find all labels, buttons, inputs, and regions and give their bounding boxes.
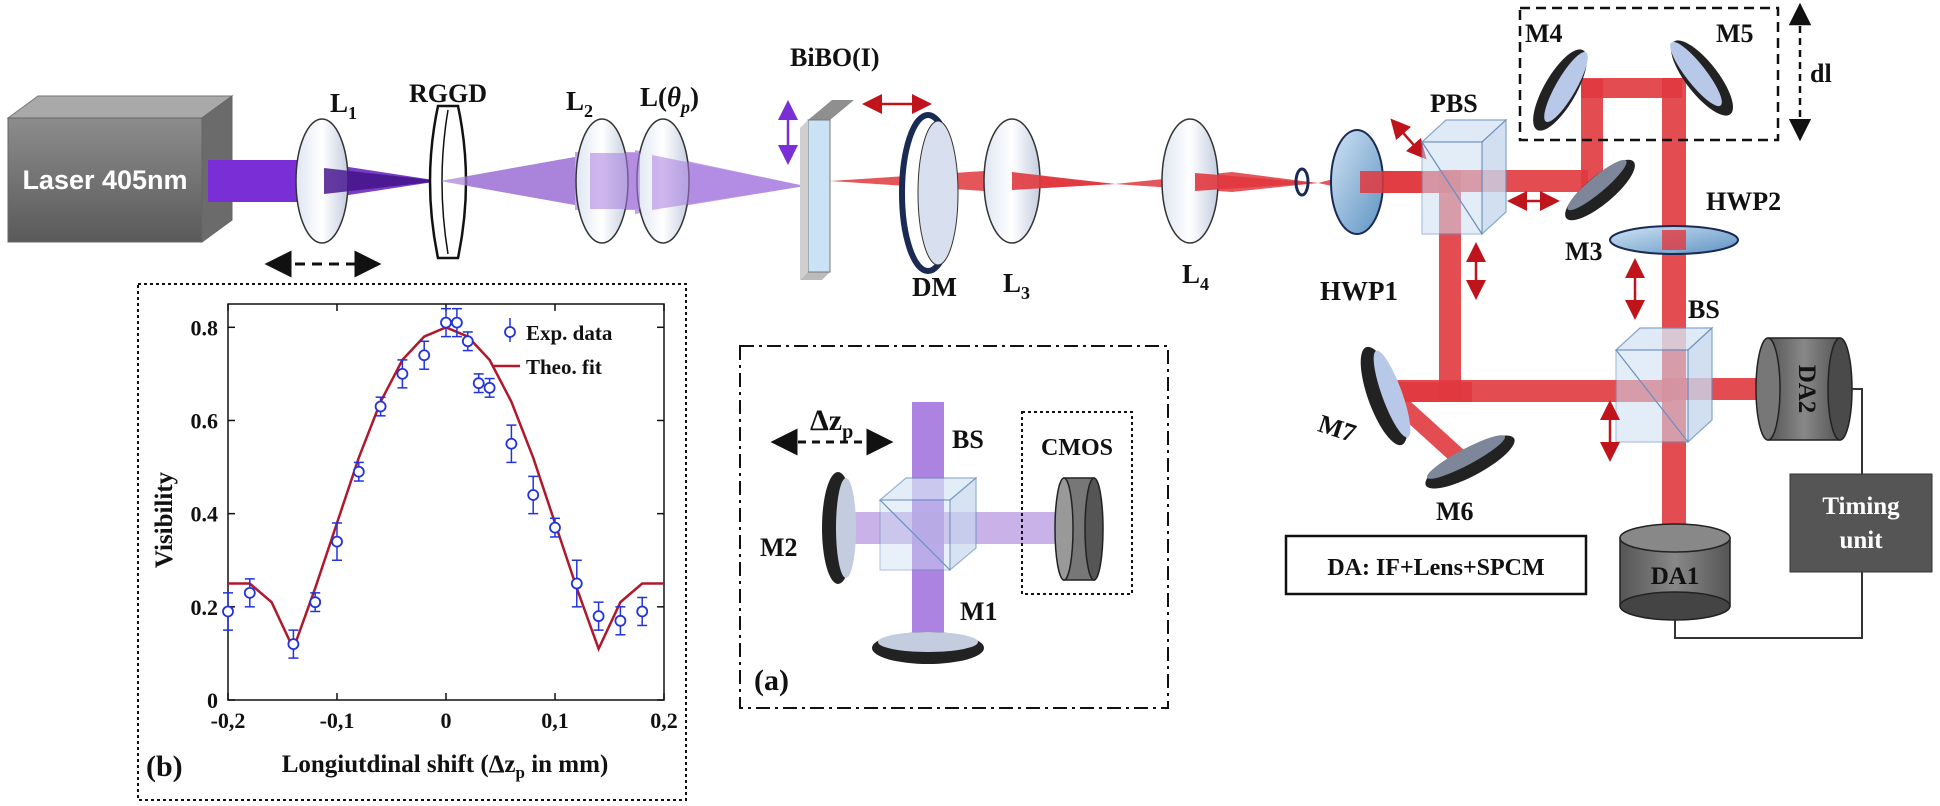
m5-label: M5 xyxy=(1716,19,1754,48)
bibo-label: BiBO(I) xyxy=(790,43,880,72)
m4-label: M4 xyxy=(1525,19,1563,48)
data-point xyxy=(243,586,256,599)
hwp1-arrow xyxy=(1390,118,1427,160)
legend-label-fit: Theo. fit xyxy=(526,355,602,379)
y-tick-label: 0.6 xyxy=(191,408,219,433)
data-point xyxy=(461,335,474,348)
pbs-cube xyxy=(1420,118,1508,236)
da1-label: DA1 xyxy=(1651,563,1700,590)
mirror-m4 xyxy=(1533,49,1588,131)
inset-mirror-m2 xyxy=(822,472,856,584)
data-point xyxy=(396,367,409,380)
pbs-label: PBS xyxy=(1430,89,1478,118)
inset-mirror-m1 xyxy=(872,632,984,664)
data-point xyxy=(614,614,627,627)
data-point xyxy=(440,316,452,329)
m6-label: M6 xyxy=(1436,497,1474,526)
rggd-disk xyxy=(428,104,575,260)
data-point xyxy=(527,489,540,501)
inset-a-box xyxy=(739,345,1169,709)
data-point xyxy=(636,605,649,618)
dichroic-mirror xyxy=(899,112,959,274)
hwp1-label: HWP1 xyxy=(1320,276,1398,306)
y-tick-label: 0.8 xyxy=(191,315,219,340)
inset-bs-label: BS xyxy=(952,425,984,454)
mirror-m3 xyxy=(1565,159,1635,221)
detector-da1: DA1 xyxy=(1619,523,1731,621)
lens-l2-label: L2 xyxy=(566,86,593,121)
bs-label: BS xyxy=(1688,295,1720,324)
laser-box: Laser 405nm xyxy=(6,95,234,243)
x-tick-label: 0 xyxy=(441,708,452,733)
data-point xyxy=(222,605,234,618)
data-point xyxy=(592,610,605,623)
y-tick-label: 0.4 xyxy=(191,502,219,527)
data-point xyxy=(472,377,485,390)
mirror-m7 xyxy=(1360,346,1411,446)
spdc-beam xyxy=(830,78,1780,538)
inset-m1-label: M1 xyxy=(960,597,998,626)
dm-label: DM xyxy=(912,272,957,302)
timing-label-1: Timing xyxy=(1822,493,1900,520)
visibility-chart: -0,2 -0,1 0 0,1 0,2 0 0.2 0.4 0.6 0.8 Exp. dataThe… xyxy=(191,303,678,733)
detector-da2: DA2 xyxy=(1755,337,1853,441)
data-point xyxy=(505,437,518,450)
cable-da2 xyxy=(1852,388,1863,474)
y-tick-label: 0 xyxy=(207,688,218,713)
cmos-label: CMOS xyxy=(1041,435,1113,461)
legend-marker-data xyxy=(504,326,516,338)
data-point xyxy=(287,638,300,650)
m7-label: M7 xyxy=(1315,409,1360,448)
data-point xyxy=(450,316,463,329)
data-point xyxy=(374,400,387,413)
cable-da1 xyxy=(1674,572,1863,639)
data-point xyxy=(483,381,496,394)
da-legend-box xyxy=(1284,534,1588,596)
x-tick-label: -0,2 xyxy=(211,708,246,733)
mirror-m6 xyxy=(1425,435,1515,489)
inset-m2-label: M2 xyxy=(760,533,798,562)
bs-cube xyxy=(1614,326,1714,444)
x-tick-label: 0,2 xyxy=(650,708,678,733)
inset-a-panel-label: (a) xyxy=(754,664,789,697)
data-point xyxy=(549,521,561,534)
lens-l4-label: L4 xyxy=(1182,259,1209,294)
data-point xyxy=(309,596,322,609)
timing-label-2: unit xyxy=(1839,527,1883,554)
inset-bs-cube xyxy=(878,476,978,572)
x-tick-label: 0,1 xyxy=(541,708,569,733)
lens-l3-label: L3 xyxy=(1003,268,1030,303)
cmos-sensor xyxy=(1054,477,1104,581)
data-point xyxy=(331,535,343,548)
data-point xyxy=(418,349,431,362)
chart-ylabel: Visibility xyxy=(151,471,178,568)
da2-label: DA2 xyxy=(1793,365,1820,414)
lens-l1-label: L1 xyxy=(330,88,357,123)
legend-label-data: Exp. data xyxy=(526,321,613,345)
mirror-m5 xyxy=(1670,40,1734,116)
dl-label: dl xyxy=(1810,59,1832,88)
data-point xyxy=(352,465,365,478)
lens-theta-label: L(θp) xyxy=(640,82,699,117)
delay-box xyxy=(1518,6,1780,142)
inset-dz-label: Δzp xyxy=(810,404,853,443)
da-legend-text: DA: IF+Lens+SPCM xyxy=(1327,555,1544,581)
rggd-label: RGGD xyxy=(409,79,487,108)
timing-unit-box xyxy=(1789,473,1933,573)
bibo-crystal xyxy=(800,100,854,280)
cmos-box xyxy=(1021,411,1133,595)
x-tick-label: -0,1 xyxy=(320,708,355,733)
data-point xyxy=(570,577,583,590)
inset-b-box xyxy=(137,283,687,801)
chart-panel-label: (b) xyxy=(146,750,183,783)
y-tick-label: 0.2 xyxy=(191,595,219,620)
m3-label: M3 xyxy=(1565,237,1603,266)
polarization-ring xyxy=(1294,167,1310,197)
chart-xlabel: Longiutdinal shift (Δzp in mm) xyxy=(282,751,609,782)
hwp2-label: HWP2 xyxy=(1706,187,1781,216)
laser-label: Laser 405nm xyxy=(22,165,187,195)
